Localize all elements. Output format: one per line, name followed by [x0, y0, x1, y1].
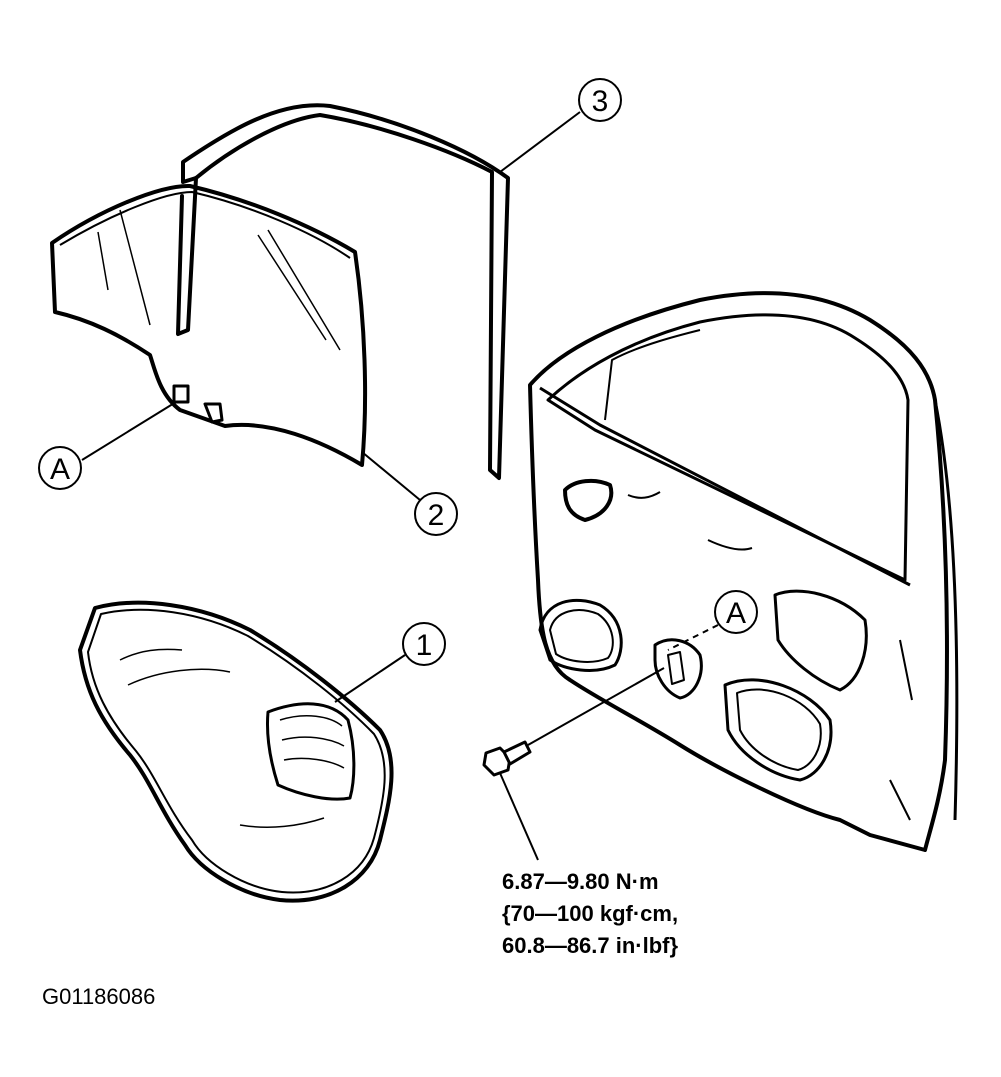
torque-line-3: 60.8—86.7 in·lbf}: [502, 933, 679, 958]
callout-3-label: 3: [592, 85, 609, 118]
callout-1-label: 1: [416, 629, 433, 662]
leader-part-2: [361, 451, 421, 501]
glass-reflection-line: [257, 234, 327, 341]
figure-id: G01186086: [42, 984, 156, 1009]
leader-part-1: [334, 654, 406, 703]
callout-2: 2: [414, 492, 458, 536]
callout-a-left-label: A: [50, 453, 70, 486]
glass-mounting-clip: [172, 384, 190, 404]
leader-bolt-to-door: [527, 667, 665, 746]
glass-reflection-line: [267, 229, 341, 351]
leader-ref-a-left: [81, 401, 177, 461]
leader-lines: [81, 111, 719, 861]
torque-specification: 6.87—9.80 N·m {70—100 kgf·cm, 60.8—86.7 …: [502, 866, 678, 962]
callout-a-right-label: A: [726, 597, 746, 630]
torque-line-2: {70—100 kgf·cm,: [502, 901, 679, 926]
callout-3: 3: [578, 78, 622, 122]
leader-part-3: [499, 111, 581, 173]
door-inner-panel: [528, 291, 959, 852]
glass-reflection-line: [119, 209, 151, 326]
callout-2-label: 2: [428, 499, 445, 532]
callout-1: 1: [402, 622, 446, 666]
leader-ref-a-right: [667, 624, 719, 651]
torque-line-1: 6.87—9.80 N·m: [502, 869, 659, 894]
callout-a-left: A: [38, 446, 82, 490]
door-glass: [50, 183, 368, 467]
glass-mounting-tab: [203, 402, 224, 424]
callout-a-right: A: [714, 590, 758, 634]
glass-reflection-line: [97, 231, 109, 291]
leader-torque: [499, 772, 539, 861]
glass-run-channel: [176, 103, 510, 480]
service-hole-cover: [78, 600, 394, 903]
mounting-bolt: [482, 740, 532, 777]
